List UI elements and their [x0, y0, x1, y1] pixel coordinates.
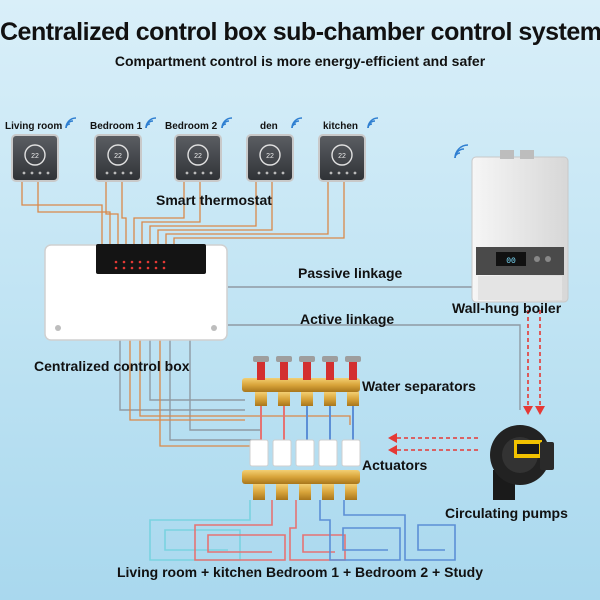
label-control-box: Centralized control box — [34, 358, 190, 374]
label-wall-hung-boiler: Wall-hung boiler — [452, 300, 562, 316]
wifi-icon — [367, 117, 379, 129]
thermostat-living-room: 22 — [11, 134, 59, 182]
wifi-icon — [454, 144, 469, 159]
flow-arrows — [395, 310, 541, 451]
floor-heating-loops — [149, 500, 456, 561]
wifi-icons — [65, 117, 469, 159]
room-label-living-room: Living room — [5, 121, 63, 132]
loop-living-room — [149, 500, 251, 561]
page-subtitle: Compartment control is more energy-effic… — [114, 53, 486, 69]
label-circulating-pumps: Circulating pumps — [445, 505, 568, 521]
svg-text:22: 22 — [338, 153, 346, 160]
boiler-icon: 00 — [471, 150, 569, 303]
room-label-den: den — [260, 121, 278, 132]
room-label-kitchen: kitchen — [323, 121, 359, 132]
water-separator-manifold — [242, 356, 361, 442]
thermostats: 22 22 22 22 22 — [11, 134, 366, 182]
label-actuators: Actuators — [362, 457, 428, 473]
wifi-icon — [65, 117, 77, 129]
pump-icon — [490, 425, 554, 500]
thermostat-den: 22 — [246, 134, 294, 182]
room-label-bedroom-1: Bedroom 1 — [90, 121, 143, 132]
wifi-icon — [145, 117, 157, 129]
active-linkage-wire — [228, 324, 521, 410]
loop-kitchen — [194, 500, 286, 561]
loop-study — [343, 500, 456, 561]
svg-text:22: 22 — [266, 153, 274, 160]
label-passive-linkage: Passive linkage — [298, 265, 403, 281]
label-water-separators: Water separators — [362, 378, 476, 394]
wifi-icon — [221, 117, 233, 129]
control-box — [44, 244, 228, 341]
thermostat-icon — [187, 144, 209, 166]
linkage-wires — [119, 286, 521, 441]
thermostat-kitchen: 22 — [318, 134, 366, 182]
thermostat-icon — [107, 144, 129, 166]
loop-bedroom-2 — [319, 500, 401, 561]
svg-text:00: 00 — [506, 257, 516, 266]
wifi-icon — [291, 117, 303, 129]
thermostat-icon — [24, 144, 46, 166]
room-label-bedroom-2: Bedroom 2 — [165, 121, 218, 132]
svg-text:22: 22 — [114, 153, 122, 160]
page-title: Centralized control box sub-chamber cont… — [0, 18, 600, 46]
thermostat-icon — [331, 144, 353, 166]
actuator-manifold — [242, 439, 361, 500]
label-active-linkage: Active linkage — [300, 311, 395, 327]
thermostat-wires — [21, 180, 345, 245]
thermostat-bedroom-2: 22 — [174, 134, 222, 182]
label-smart-thermostat: Smart thermostat — [156, 192, 272, 208]
thermostat-bedroom-1: 22 — [94, 134, 142, 182]
thermostat-icon — [259, 144, 281, 166]
bottom-caption: Living room + kitchen Bedroom 1 + Bedroo… — [116, 564, 484, 580]
actuator-wires — [129, 340, 351, 447]
svg-text:22: 22 — [194, 153, 202, 160]
loop-bedroom-1 — [289, 500, 346, 561]
flow-arrow-heads — [388, 406, 545, 455]
svg-text:22: 22 — [31, 153, 39, 160]
